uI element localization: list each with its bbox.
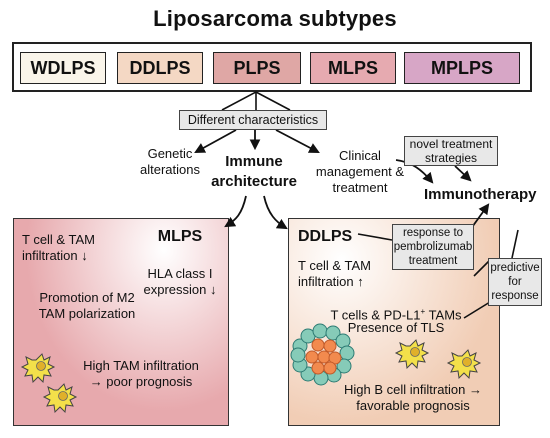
response-to-pembrolizumab-box: response to pembrolizumab treatment <box>392 224 474 270</box>
connector-line <box>221 91 257 111</box>
subtype-chip-mlps: MLPS <box>310 52 396 84</box>
different-characteristics-box: Different characteristics <box>179 110 327 130</box>
macrophage-icon <box>42 383 78 414</box>
macrophage-icon <box>446 349 482 380</box>
clinical-management-label: Clinical management & treatment <box>315 148 405 195</box>
subtype-chip-ddlps: DDLPS <box>117 52 203 84</box>
diagram-title: Liposarcoma subtypes <box>153 6 397 31</box>
macrophage-icon <box>394 339 430 370</box>
subtype-chip-plps: PLPS <box>213 52 301 84</box>
arrow-to-genetic <box>194 129 237 154</box>
connector-pdl1-to-predictive <box>463 301 491 319</box>
genetic-alterations-label: Genetic alterations <box>140 146 200 177</box>
ddlps-tcell-text: T cell & TAM infiltration ↑ <box>298 258 371 289</box>
arrow-clinical-to-immunotherapy <box>395 159 434 184</box>
mlps-tcell-text: T cell & TAM infiltration ↓ <box>22 232 95 263</box>
macrophage-icon <box>20 353 56 384</box>
subtype-frame <box>12 42 532 92</box>
novel-treatment-box: novel treatment strategies <box>404 136 498 166</box>
ddlps-panel-title: DDLPS <box>298 228 353 245</box>
arrow-to-clinical <box>275 129 320 154</box>
connector-response-to-predictive <box>473 259 491 277</box>
ddlps-prognosis-text: High B cell infiltration → favorable pro… <box>344 382 482 413</box>
mlps-prognosis-text: High TAM infiltration → poor prognosis <box>83 358 199 389</box>
arrow-to-mlps <box>224 195 247 228</box>
subtype-chip-wdlps: WDLPS <box>20 52 106 84</box>
ddlps-tls-text: Presence of TLS <box>347 320 445 335</box>
subtype-chip-mplps: MPLPS <box>404 52 520 84</box>
connector-ddlps-to-response <box>357 233 393 241</box>
connector-predictive-up <box>511 229 519 259</box>
mlps-panel <box>13 218 229 426</box>
arrow-to-ddlps <box>263 195 288 230</box>
predictive-for-response-box: predictive for response <box>488 258 542 306</box>
arrow-novel-to-immunotherapy <box>454 165 472 182</box>
mlps-panel-title: MLPS <box>157 228 203 245</box>
tumor-cluster-icon <box>290 323 355 386</box>
immune-architecture-label: Immune architecture <box>211 153 297 190</box>
mlps-m2-text: Promotion of M2 TAM polarization <box>38 290 136 321</box>
connector-line <box>255 91 291 111</box>
ddlps-pdl1-text: T cells & PD-L1+ TAMs <box>330 307 462 323</box>
immunotherapy-label: Immunotherapy <box>424 186 537 203</box>
mlps-hla-text: HLA class I expression ↓ <box>143 266 217 297</box>
